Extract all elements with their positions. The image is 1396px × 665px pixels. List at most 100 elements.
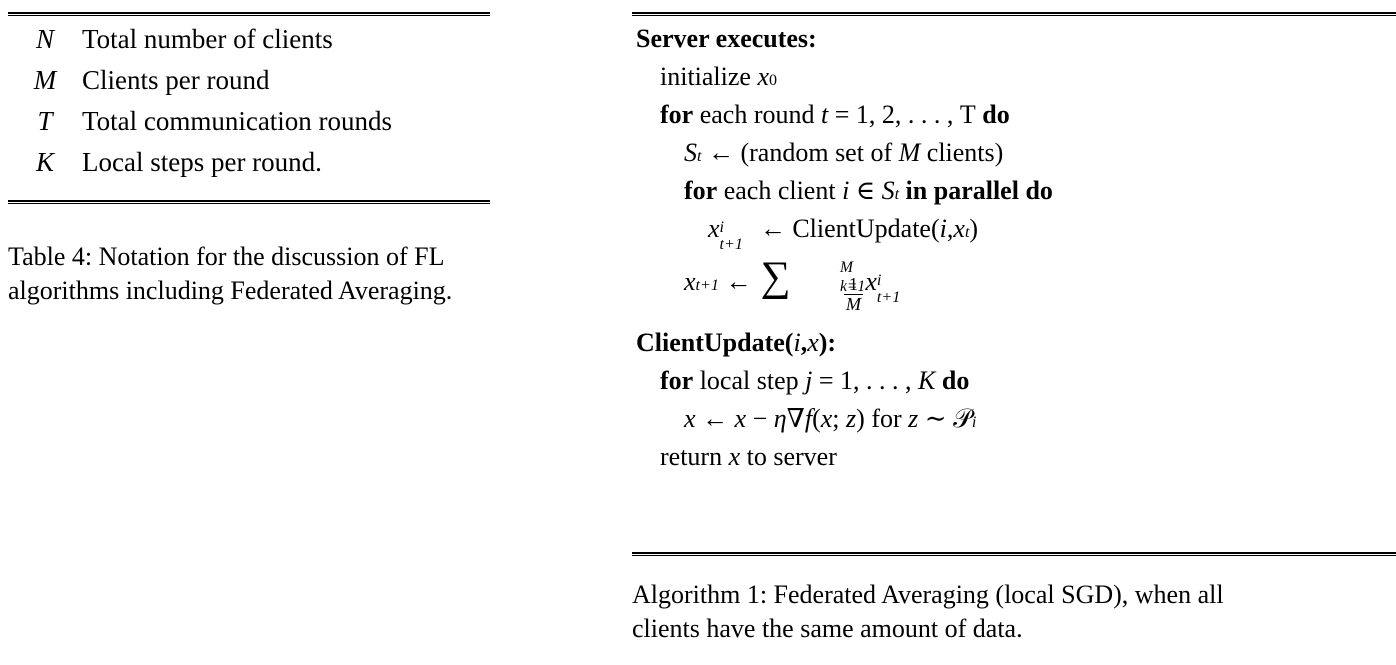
client-update-call: ClientUpdate	[792, 214, 931, 243]
assign-arrow-icon: ←	[707, 138, 734, 167]
x-subscript-t-plus-1: t+1	[719, 235, 743, 253]
for-keyword: for	[660, 366, 694, 395]
assign-arrow-icon: ←	[702, 404, 729, 433]
round-range: 1, 2, . . . ,	[855, 100, 954, 129]
table-caption: Table 4: Notation for the discussion of …	[8, 242, 453, 305]
T-upright: T	[959, 100, 976, 129]
client-heading-arg-i: i	[793, 328, 801, 357]
call-arg-i: i	[939, 214, 947, 243]
algorithm-line-for-round: for each round t = 1, 2, . . . , T do	[632, 102, 1396, 140]
sum-upper-limit: M	[839, 259, 853, 277]
assign-arrow-icon: ←	[759, 214, 786, 243]
random-set-close: clients)	[926, 138, 1004, 167]
for-keyword: for	[684, 176, 718, 205]
each-client-text: each client	[723, 176, 836, 205]
sigma-glyph: ∑	[760, 253, 791, 300]
algorithm-bottom-rule	[632, 552, 1396, 556]
t-variable: t	[820, 100, 829, 129]
table-row: N Total number of clients	[8, 24, 490, 65]
notation-description: Total communication rounds	[82, 106, 393, 136]
notation-table: N Total number of clients M Clients per …	[8, 24, 490, 188]
M-variable: M	[898, 138, 921, 167]
eta-variable: η	[773, 404, 787, 433]
algorithm-line-for-local-step: for local step j = 1, . . . , K do	[632, 368, 1396, 406]
each-round-text: each round	[699, 100, 815, 129]
fraction-denominator: M	[843, 293, 864, 314]
nabla-icon: ∇	[786, 404, 805, 433]
local-step-text: local step	[699, 366, 799, 395]
x-variable: x	[820, 404, 833, 433]
x-subscript-t-plus-1: t+1	[876, 288, 901, 306]
algorithm-section-gap	[632, 304, 1396, 330]
equals-operator: =	[818, 366, 834, 395]
notation-symbol: M	[33, 65, 57, 95]
distributed-as-operator: ∼	[924, 404, 947, 433]
z-variable: z	[846, 404, 857, 433]
distribution-P: 𝒫	[953, 404, 972, 433]
in-parallel-do-keyword: in parallel do	[905, 176, 1053, 205]
minus-operator: −	[752, 404, 768, 433]
i-variable: i	[842, 176, 850, 205]
do-keyword: do	[941, 366, 970, 395]
assign-arrow-icon: ←	[725, 267, 752, 296]
S-variable: S	[684, 138, 697, 167]
for-word: for	[871, 404, 902, 433]
S-variable: S	[881, 176, 895, 205]
element-of-operator: ∈	[855, 176, 876, 205]
x-superscript-i: i	[876, 272, 882, 290]
to-server-text: to server	[746, 442, 837, 471]
notation-symbol: N	[35, 24, 54, 54]
call-paren-open: (	[930, 214, 940, 243]
x-variable: x	[865, 267, 877, 296]
return-keyword: return	[660, 442, 723, 471]
call-paren-close: )	[969, 214, 979, 243]
x0-variable: x	[757, 62, 770, 91]
client-heading-arg-x: x	[807, 328, 819, 357]
table-top-rule	[8, 12, 490, 16]
semicolon: ;	[832, 404, 840, 433]
x-variable: x	[708, 214, 720, 243]
client-heading-paren-open: (	[784, 328, 794, 357]
server-executes-heading: Server executes:	[636, 24, 817, 53]
client-heading-comma: ,	[800, 328, 808, 357]
initialize-keyword: initialize	[660, 62, 751, 91]
notation-symbol: T	[37, 106, 53, 136]
table-row: K Local steps per round.	[8, 147, 490, 188]
x-variable: x	[684, 267, 696, 296]
call-comma: ,	[946, 214, 954, 243]
x-variable: x	[684, 404, 696, 433]
notation-description: Local steps per round.	[82, 147, 322, 177]
algorithm-caption-line-1: Algorithm 1: Federated Averaging (local …	[632, 580, 1224, 609]
table-bottom-rule	[8, 200, 490, 204]
table-row: M Clients per round	[8, 65, 490, 106]
client-heading-close: ):	[818, 328, 837, 357]
notation-symbol: K	[35, 147, 54, 177]
paren-open: (	[812, 404, 821, 433]
random-set-open: (random set of	[740, 138, 893, 167]
step-range: 1, . . . ,	[840, 366, 912, 395]
algorithm-top-rule	[632, 12, 1396, 16]
notation-description: Total number of clients	[82, 24, 333, 54]
x-variable: x	[734, 404, 747, 433]
table-row: T Total communication rounds	[8, 106, 490, 147]
algorithm-caption: Algorithm 1: Federated Averaging (local …	[632, 578, 1396, 646]
K-variable: K	[918, 366, 936, 395]
call-arg-x: x	[953, 214, 965, 243]
paren-close: )	[856, 404, 865, 433]
client-update-heading: ClientUpdate	[636, 328, 785, 357]
z-variable: z	[908, 404, 919, 433]
do-keyword: do	[982, 100, 1010, 129]
algorithm-caption-line-2: clients have the same amount of data.	[632, 613, 1023, 643]
equals-operator: =	[834, 100, 850, 129]
fraction-numerator: 1	[848, 274, 858, 294]
j-variable: j	[805, 366, 813, 395]
